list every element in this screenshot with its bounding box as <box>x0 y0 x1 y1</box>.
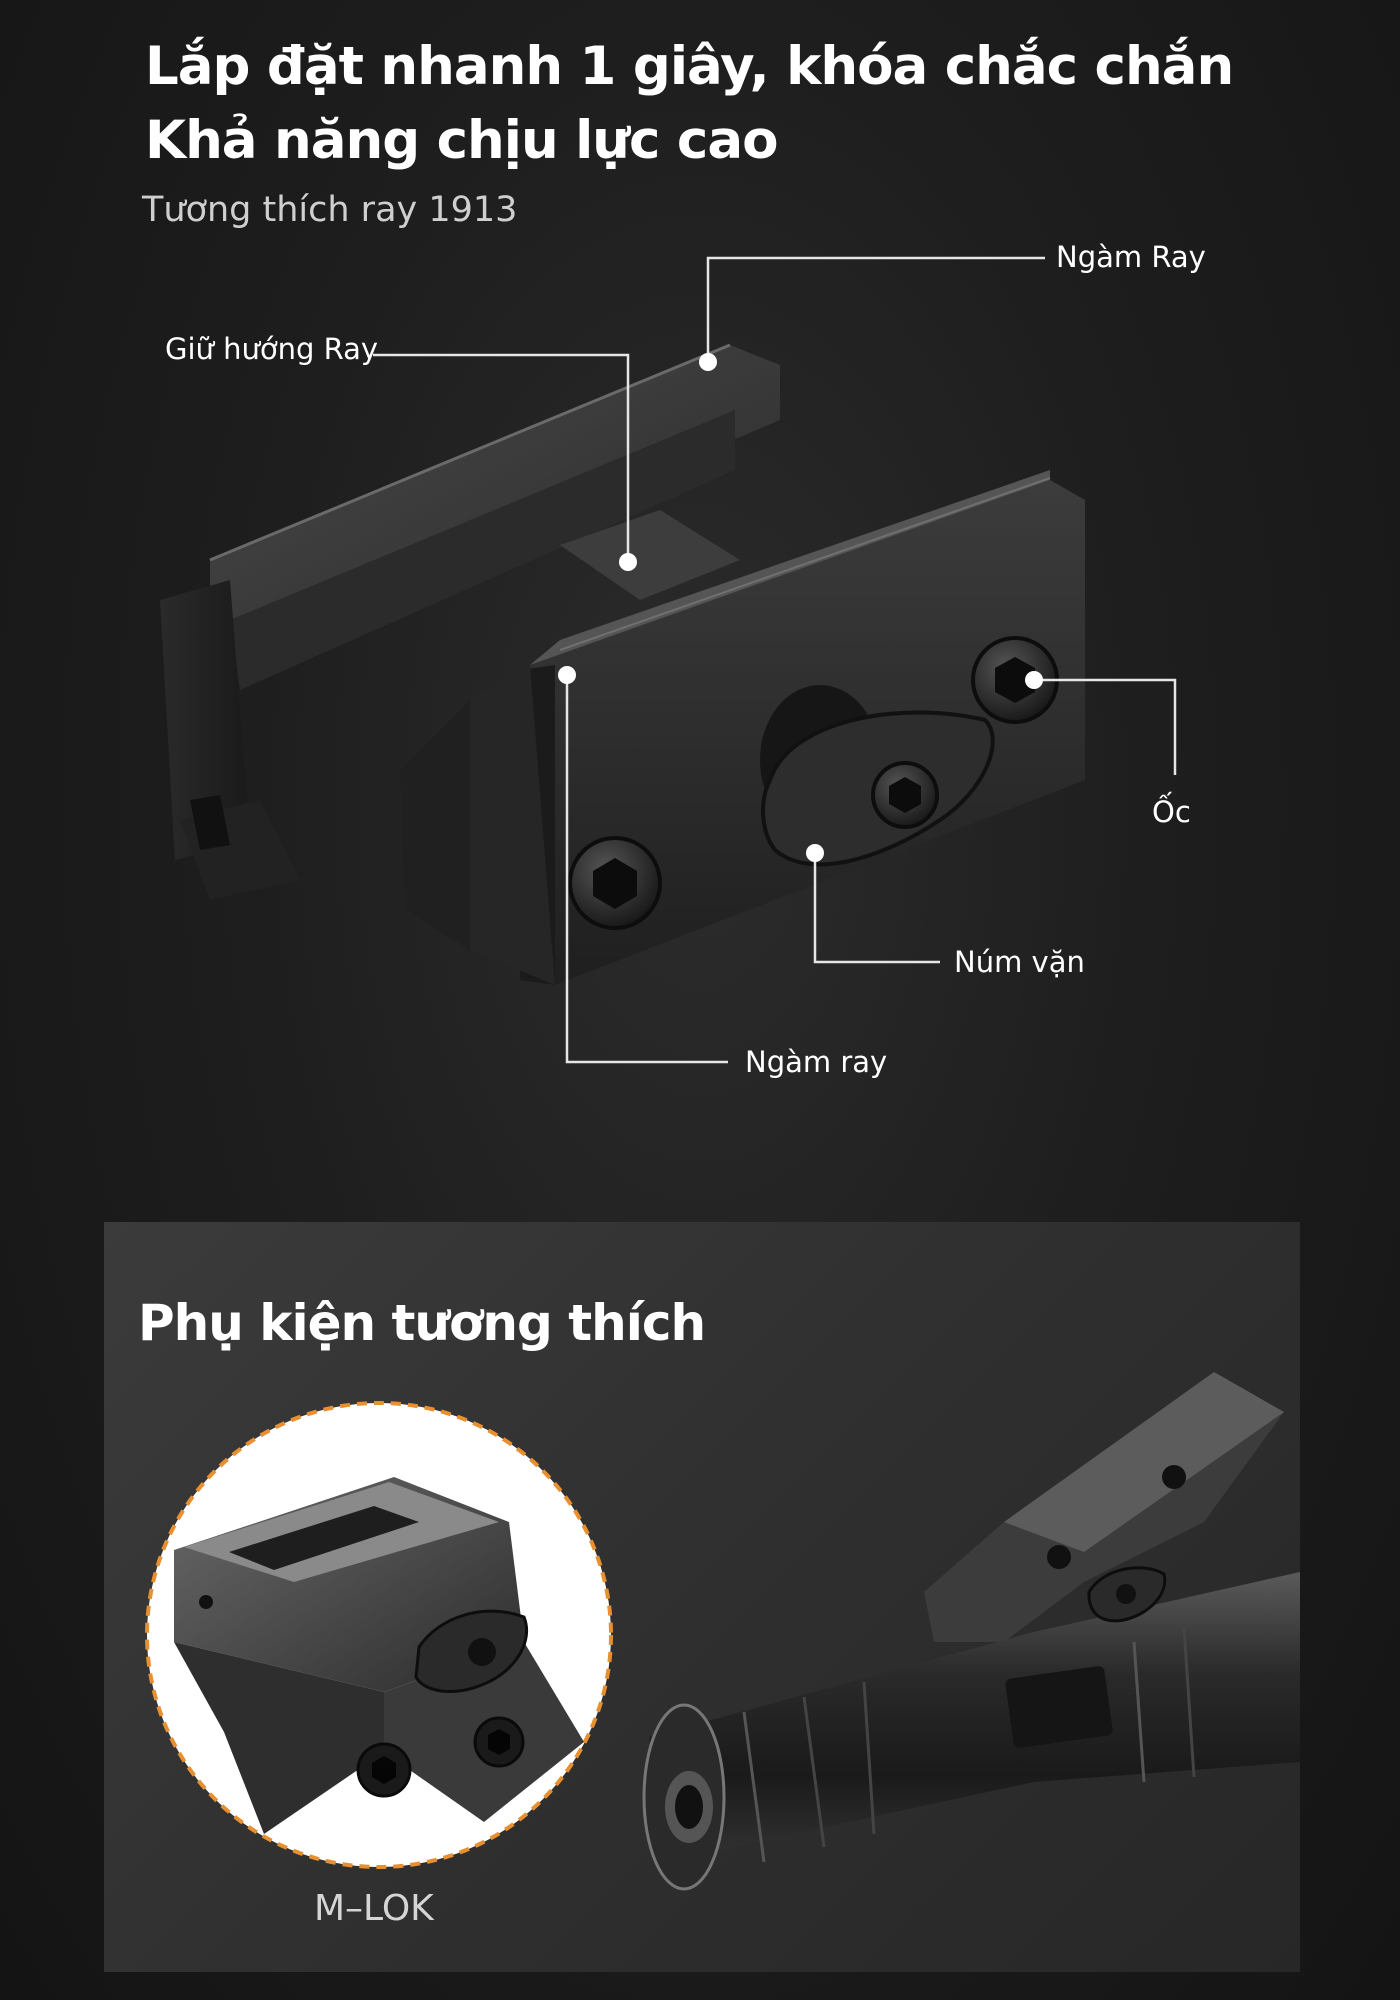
callout-dots <box>558 353 1043 862</box>
callout-rail-bottom: Ngàm ray <box>745 1045 888 1079</box>
mlok-circle <box>145 1401 613 1869</box>
knob <box>760 685 995 867</box>
callout-knob: Núm vặn <box>954 945 1085 979</box>
mount-illustration <box>160 256 1177 1064</box>
hex-bolt-left <box>568 836 662 930</box>
mlok-label: M–LOK <box>314 1888 434 1929</box>
hex-bolt-right <box>971 636 1059 724</box>
accessories-panel: Phụ kiện tương thích <box>104 1222 1300 1972</box>
title-line-2: Khả năng chịu lực cao <box>145 110 778 171</box>
callout-rail-top: Ngàm Ray <box>1056 240 1206 274</box>
page-title: Lắp đặt nhanh 1 giây, khóa chắc chắn Khả… <box>145 30 1234 178</box>
accessories-illustration <box>145 1372 1300 1891</box>
accessories-title: Phụ kiện tương thích <box>138 1294 706 1352</box>
title-line-1: Lắp đặt nhanh 1 giây, khóa chắc chắn <box>145 36 1234 97</box>
page-subtitle: Tương thích ray 1913 <box>142 190 518 230</box>
callout-lines <box>373 256 1177 1064</box>
callout-rail-guide: Giữ hướng Ray <box>165 332 379 366</box>
flashlight <box>642 1372 1300 1891</box>
callout-screw: Ốc <box>1152 795 1191 829</box>
